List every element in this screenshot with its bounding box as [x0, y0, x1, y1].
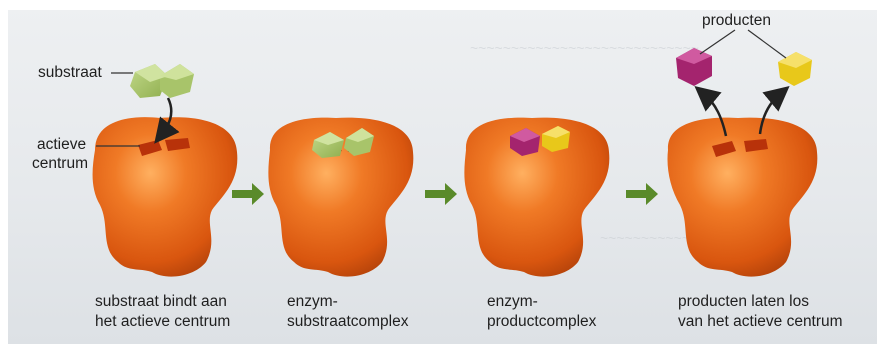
step-caption-4: producten laten los van het actieve cent…: [678, 292, 843, 333]
step-arrow-1: [232, 183, 264, 205]
step-caption-3-line1: enzym-: [487, 292, 596, 312]
enzyme-4: [668, 118, 818, 277]
products-annotation: producten: [702, 12, 771, 31]
step-caption-3-line2: productcomplex: [487, 312, 596, 332]
active-site-annotation-line1: actieve: [37, 136, 86, 155]
substrate-annotation: substraat: [38, 64, 102, 83]
products-leader-line: [700, 30, 735, 54]
product-yellow: [778, 52, 812, 86]
step-arrow-3: [626, 183, 658, 205]
step-caption-1-line1: substraat bindt aan: [95, 292, 230, 312]
active-site-annotation-line2: centrum: [32, 155, 88, 174]
step-caption-2-line2: substraatcomplex: [287, 312, 408, 332]
step-caption-2: enzym- substraatcomplex: [287, 292, 408, 333]
step-arrow-2: [425, 183, 457, 205]
step-caption-1-line2: het actieve centrum: [95, 312, 230, 332]
product-magenta: [676, 48, 712, 86]
products-leader-line: [748, 30, 786, 58]
step-caption-4-line2: van het actieve centrum: [678, 312, 843, 332]
step-caption-2-line1: enzym-: [287, 292, 408, 312]
step-caption-1: substraat bindt aan het actieve centrum: [95, 292, 230, 333]
step-caption-3: enzym- productcomplex: [487, 292, 596, 333]
step-caption-4-line1: producten laten los: [678, 292, 843, 312]
substrate-molecule: [130, 64, 194, 98]
enzyme-1: [93, 117, 238, 276]
